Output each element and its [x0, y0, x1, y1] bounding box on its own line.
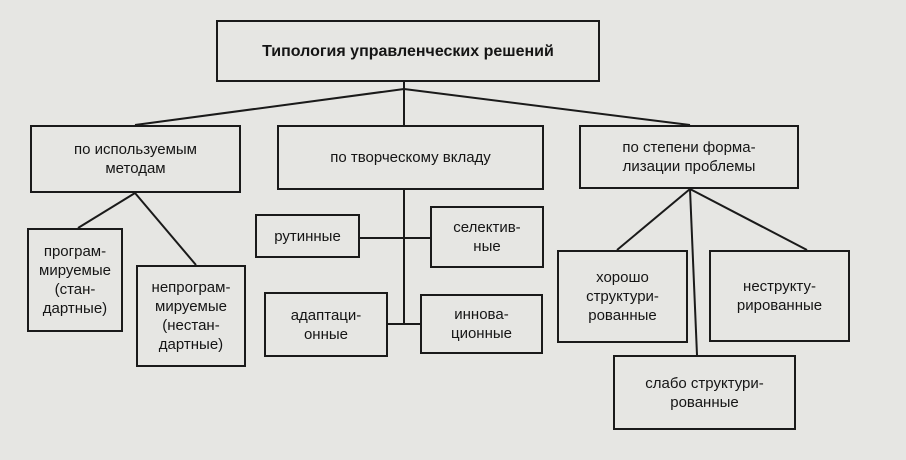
programmed-box: програм- мируемые (стан- дартные) [27, 228, 123, 332]
connector-formalization-to-weak [689, 188, 698, 356]
connector-root-to-methods [134, 88, 405, 126]
selective-box: селектив- ные [430, 206, 544, 268]
category-creative-box: по творческому вкладу [277, 125, 544, 190]
connector-methods-to-nonprogrammed [134, 192, 197, 266]
nonprogrammed-box: непрограм- мируемые (нестан- дартные) [136, 265, 246, 367]
connector-formalization-to-unstructured [689, 188, 808, 251]
category-formalization-box: по степени форма- лизации проблемы [579, 125, 799, 189]
root-box: Типология управленческих решений [216, 20, 600, 82]
unstructured-box: неструкту- рированные [709, 250, 850, 342]
adaptive-box: адаптаци- онные [264, 292, 388, 357]
connector-formalization-to-well [616, 188, 691, 251]
connector-methods-to-programmed [77, 192, 136, 229]
connector-root-to-formalization [403, 88, 691, 126]
well-structured-box: хорошо структури- рованные [557, 250, 688, 343]
category-methods-box: по используемым методам [30, 125, 241, 193]
routine-box: рутинные [255, 214, 360, 258]
innovative-box: иннова- ционные [420, 294, 543, 354]
weakly-structured-box: слабо структури- рованные [613, 355, 796, 430]
